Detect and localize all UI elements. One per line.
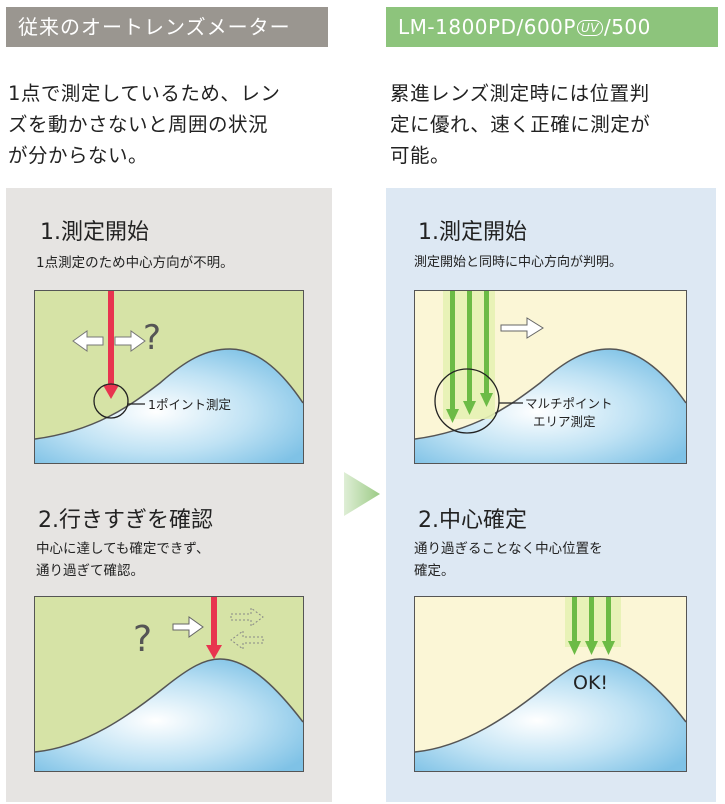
right-header-suffix: /500 xyxy=(603,15,651,39)
double-arrow-icon xyxy=(72,330,146,352)
left-step1-question: ? xyxy=(143,318,161,358)
left-step2-diagram: ? xyxy=(34,596,304,772)
left-step2-title: 2.行きすぎを確認 xyxy=(38,508,213,533)
right-step2-desc-line: 通り過ぎることなく中心位置を xyxy=(414,541,603,557)
right-intro-line: 定に優れ、速く正確に測定が xyxy=(390,113,651,136)
right-step1-label: マルチポイント xyxy=(525,396,613,411)
left-step1-title: 1.測定開始 xyxy=(40,220,149,245)
right-step2-ok: OK! xyxy=(573,672,608,694)
left-step2-question: ? xyxy=(133,619,152,660)
right-step2-desc-line: 確定。 xyxy=(414,563,455,579)
left-step1-point-label: 1ポイント測定 xyxy=(148,397,231,412)
transition-arrow-icon xyxy=(344,472,380,516)
left-intro-line: ズを動かさないと周囲の状況 xyxy=(8,113,269,136)
right-intro-line: 累進レンズ測定時には位置判 xyxy=(390,82,650,105)
right-step1-title: 1.測定開始 xyxy=(418,220,527,245)
right-intro: 累進レンズ測定時には位置判 定に優れ、速く正確に測定が 可能。 xyxy=(390,78,720,171)
left-intro: 1点で測定しているため、レン ズを動かさないと周囲の状況 が分からない。 xyxy=(8,78,338,171)
right-step1-label: エリア測定 xyxy=(533,414,596,429)
green-down-arrows-icon xyxy=(568,597,615,655)
right-step1-desc: 測定開始と同時に中心方向が判明。 xyxy=(414,255,623,270)
right-step2-diagram: OK! xyxy=(414,596,687,772)
left-step2-desc-line: 通り過ぎて確認。 xyxy=(36,563,144,579)
left-step1-desc: 1点測定のため中心方向が不明。 xyxy=(36,255,234,271)
right-arrow-icon xyxy=(500,317,544,339)
right-arrow-icon xyxy=(172,616,204,638)
red-down-arrow-icon xyxy=(206,597,222,659)
left-intro-line: 1点で測定しているため、レン xyxy=(8,82,281,105)
right-intro-line: 可能。 xyxy=(390,144,451,167)
uv-badge: UV xyxy=(576,20,603,36)
left-header: 従来のオートレンズメーター xyxy=(6,7,328,47)
left-step1-diagram: ? 1ポイント測定 xyxy=(34,290,304,464)
right-step1-diagram: マルチポイント エリア測定 xyxy=(414,290,687,464)
right-step2-title: 2.中心確定 xyxy=(418,508,527,533)
right-header-model: LM-1800PD/600P xyxy=(398,15,576,39)
dotted-arrow-icon xyxy=(230,607,264,650)
green-down-arrows-icon xyxy=(446,291,493,423)
left-step2-desc-line: 中心に達しても確定できず、 xyxy=(36,541,210,557)
left-step2-desc: 中心に達しても確定できず、 通り過ぎて確認。 xyxy=(36,538,209,582)
red-down-arrow-icon xyxy=(103,291,119,399)
right-step2-desc: 通り過ぎることなく中心位置を 確定。 xyxy=(414,538,603,582)
left-intro-line: が分からない。 xyxy=(8,144,149,167)
